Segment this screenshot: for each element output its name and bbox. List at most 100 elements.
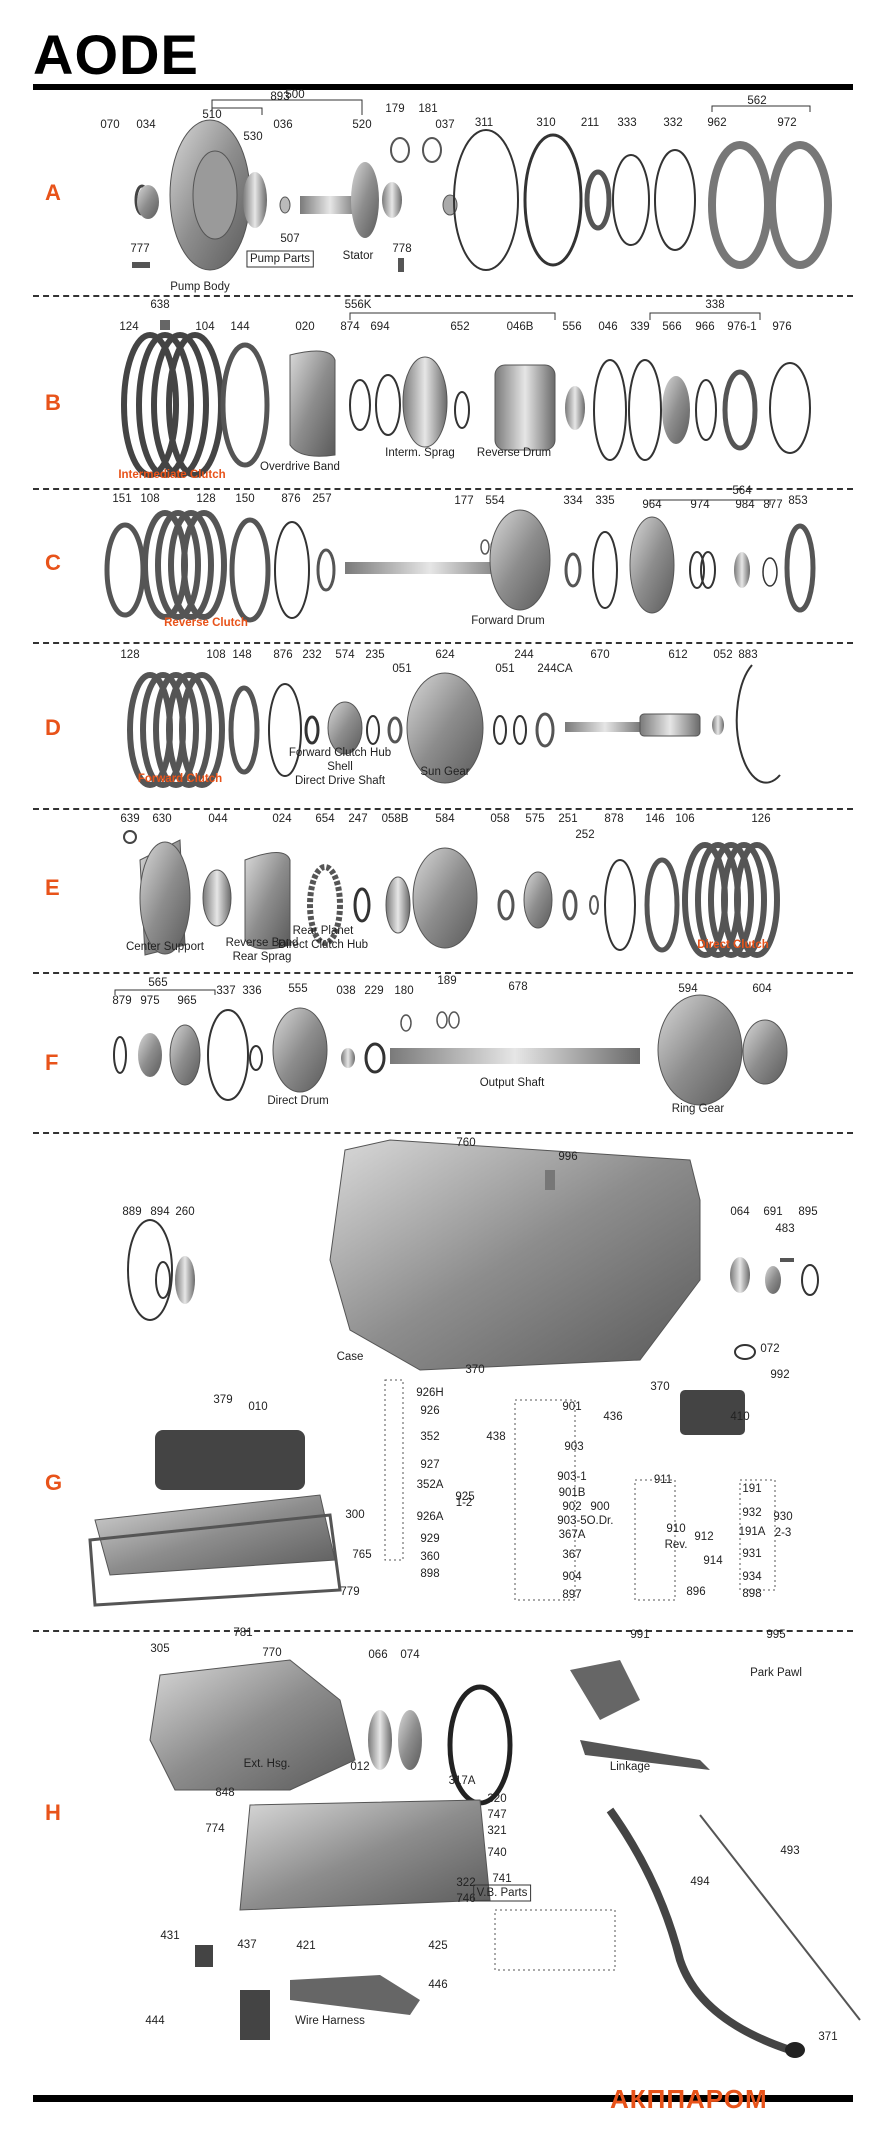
- part-number-label: 493: [780, 1845, 799, 1857]
- part-number-label: 912: [694, 1531, 713, 1543]
- part-name-label: Output Shaft: [480, 1077, 545, 1089]
- part-number-label: 247: [348, 813, 367, 825]
- part-number-label: 898: [420, 1568, 439, 1580]
- part-number-label: 584: [435, 813, 455, 825]
- part-number-label: 179: [385, 103, 404, 115]
- part-number-label: 507: [280, 233, 299, 245]
- part-number-label: 926A: [417, 1511, 444, 1523]
- part-name-label: Shell: [327, 761, 353, 773]
- part-number-label: 974: [690, 499, 710, 511]
- page-title: AODE: [33, 23, 199, 86]
- part-name-label: Sun Gear: [420, 766, 469, 778]
- part-number-label: 257: [312, 493, 331, 505]
- part-number-label: 494: [690, 1876, 710, 1888]
- part-number-label: 317A: [449, 1775, 476, 1787]
- part-number-label: 995: [766, 1629, 785, 1641]
- part-number-label: 260: [175, 1206, 194, 1218]
- section-letter-d: D: [45, 715, 61, 740]
- part-number-label: 876: [281, 493, 300, 505]
- part-name-label: Stator: [343, 250, 374, 262]
- part-number-label: 229: [364, 985, 383, 997]
- part-number-label: 334: [563, 495, 583, 507]
- part-number-label: 070: [100, 119, 119, 131]
- part-number-label: 305: [150, 1643, 169, 1655]
- part-number-label: 232: [302, 649, 321, 661]
- part-number-label: 930: [773, 1511, 792, 1523]
- part-number-label: 900: [590, 1501, 609, 1513]
- part-number-label: 128: [196, 493, 215, 505]
- part-number-label: 926H: [416, 1387, 444, 1399]
- part-number-label: 438: [486, 1431, 505, 1443]
- divider-ab: [33, 295, 853, 297]
- part-number-label: 051: [495, 663, 514, 675]
- divider-cd: [33, 642, 853, 644]
- part-number-label: 444: [145, 2015, 165, 2027]
- section-d-parts: [127, 664, 781, 788]
- part-number-label: 652: [450, 321, 469, 333]
- part-number-label: 335: [595, 495, 614, 507]
- part-number-label: 741: [492, 1873, 511, 1885]
- group-label: 1-2: [456, 1497, 473, 1509]
- clutch-pack-label: Intermediate Clutch: [118, 469, 225, 481]
- part-number-label: 052: [713, 649, 732, 661]
- part-name-label: Wire Harness: [295, 2015, 365, 2027]
- part-number-label: 604: [752, 983, 772, 995]
- divider-ef: [33, 972, 853, 974]
- part-number-label: 421: [296, 1940, 315, 1952]
- part-number-label: 566: [662, 321, 681, 333]
- part-number-label: 903: [564, 1441, 583, 1453]
- part-number-label: 177: [454, 495, 473, 507]
- boxed-parts-label: V.B. Parts: [477, 1887, 528, 1899]
- part-number-label: 639: [120, 813, 139, 825]
- part-number-label: 898: [742, 1588, 761, 1600]
- part-number-label: 879: [112, 995, 131, 1007]
- part-number-label: 072: [760, 1343, 779, 1355]
- section-a-parts: [132, 99, 832, 272]
- part-number-label: 189: [437, 975, 456, 987]
- part-number-label: 064: [730, 1206, 750, 1218]
- part-number-label: 777: [130, 243, 149, 255]
- part-number-label: 781: [233, 1627, 252, 1639]
- section-letter-e: E: [45, 875, 60, 900]
- part-number-label: 322: [456, 1877, 475, 1889]
- part-number-label: 903-1: [557, 1471, 586, 1483]
- divider-de: [33, 808, 853, 810]
- part-number-label: 964: [642, 499, 662, 511]
- part-number-label: 991: [630, 1629, 649, 1641]
- part-number-label: 051: [392, 663, 411, 675]
- part-number-label: 975: [140, 995, 159, 1007]
- part-number-label: 927: [420, 1459, 439, 1471]
- part-number-label: 874: [340, 321, 360, 333]
- top-rule: [33, 84, 853, 90]
- part-number-label: 370: [650, 1381, 669, 1393]
- part-number-label: 691: [763, 1206, 782, 1218]
- part-number-label: 972: [777, 117, 796, 129]
- part-number-label: 612: [668, 649, 687, 661]
- part-name-label: Center Support: [126, 941, 205, 953]
- part-number-label: 556K: [345, 299, 372, 311]
- part-number-label: 877: [763, 499, 782, 511]
- part-name-label: Linkage: [610, 1761, 650, 1773]
- part-number-label: 638: [150, 299, 169, 311]
- part-number-label: 966: [695, 321, 714, 333]
- part-name-label: Direct Drum: [267, 1095, 328, 1107]
- part-number-label: 500: [285, 89, 304, 101]
- part-number-label: 360: [420, 1551, 439, 1563]
- part-number-label: 962: [707, 117, 726, 129]
- part-number-label: 410: [730, 1411, 749, 1423]
- section-f-parts: [113, 989, 788, 1106]
- part-number-label: 770: [262, 1647, 281, 1659]
- part-number-label: 332: [663, 117, 682, 129]
- part-number-label: 848: [215, 1787, 234, 1799]
- part-number-label: 778: [392, 243, 411, 255]
- part-number-label: 191: [742, 1483, 761, 1495]
- boxed-label-frame: [473, 1884, 532, 1902]
- part-number-label: 574: [335, 649, 355, 661]
- part-number-label: 108: [140, 493, 159, 505]
- part-number-label: 038: [336, 985, 355, 997]
- part-number-label: 934: [742, 1571, 762, 1583]
- part-number-label: 901B: [559, 1487, 586, 1499]
- part-number-label: 310: [536, 117, 555, 129]
- section-b-parts: [121, 312, 811, 478]
